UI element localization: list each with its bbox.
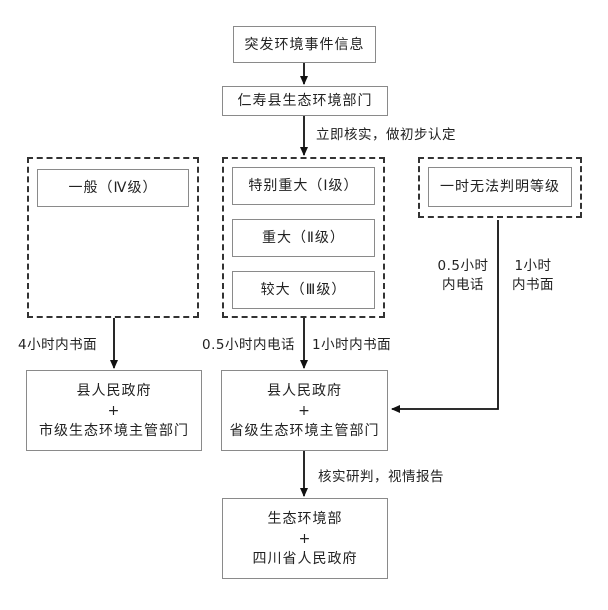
label-right-phone-line2: 内电话: [442, 277, 484, 293]
label-right-written-line2: 内书面: [512, 277, 554, 293]
node-left-gov-line1: 县人民政府: [76, 382, 152, 399]
node-undetermined: 一时无法判明等级: [428, 167, 572, 207]
node-center-gov-plus: +: [298, 402, 311, 419]
arrow-undetermined-to-center-gov: [391, 220, 499, 413]
node-major: 重大（Ⅱ级）: [232, 219, 375, 257]
node-bottom-plus: +: [298, 530, 312, 547]
node-left-gov-line2: 市级生态环境主管部门: [39, 422, 189, 439]
group-undetermined: [418, 157, 582, 218]
node-large-label: 较大（Ⅲ级）: [260, 282, 347, 298]
node-center-gov-line2: 省级生态环境主管部门: [229, 422, 380, 439]
node-bottom: 生态环境部 + 四川省人民政府: [222, 498, 388, 579]
node-center-gov-line1: 县人民政府: [267, 382, 342, 399]
node-left-gov-plus: +: [107, 402, 121, 419]
label-right-written: 1小时 内书面: [505, 257, 561, 295]
node-general-label: 一般（Ⅳ级）: [68, 180, 158, 196]
node-event-info: 突发环境事件信息: [233, 26, 376, 63]
label-center-phone: 0.5小时内电话: [202, 337, 295, 353]
node-general: 一般（Ⅳ级）: [37, 169, 189, 207]
label-center-written: 1小时内书面: [312, 337, 392, 353]
node-event-info-label: 突发环境事件信息: [244, 36, 365, 53]
node-major-label: 重大（Ⅱ级）: [262, 230, 345, 246]
node-large: 较大（Ⅲ级）: [232, 271, 375, 309]
node-undetermined-label: 一时无法判明等级: [440, 179, 560, 195]
node-county-dept-label: 仁寿县生态环境部门: [237, 93, 373, 109]
node-county-dept: 仁寿县生态环境部门: [222, 86, 388, 116]
node-left-gov: 县人民政府 + 市级生态环境主管部门: [26, 370, 202, 451]
node-bottom-line1: 生态环境部: [267, 510, 343, 527]
node-bottom-line2: 四川省人民政府: [252, 550, 358, 567]
label-report: 核实研判，视情报告: [318, 469, 444, 485]
label-right-written-line1: 1小时: [514, 258, 552, 274]
group-general: [27, 157, 199, 318]
label-right-phone: 0.5小时 内电话: [432, 257, 494, 295]
node-center-gov: 县人民政府 + 省级生态环境主管部门: [221, 370, 388, 451]
group-grades: [222, 157, 385, 318]
node-extra-major: 特别重大（Ⅰ级）: [232, 167, 375, 205]
label-verify: 立即核实，做初步认定: [316, 127, 456, 143]
label-left-written: 4小时内书面: [18, 337, 98, 353]
label-right-phone-line1: 0.5小时: [437, 258, 489, 274]
node-extra-major-label: 特别重大（Ⅰ级）: [248, 178, 359, 194]
